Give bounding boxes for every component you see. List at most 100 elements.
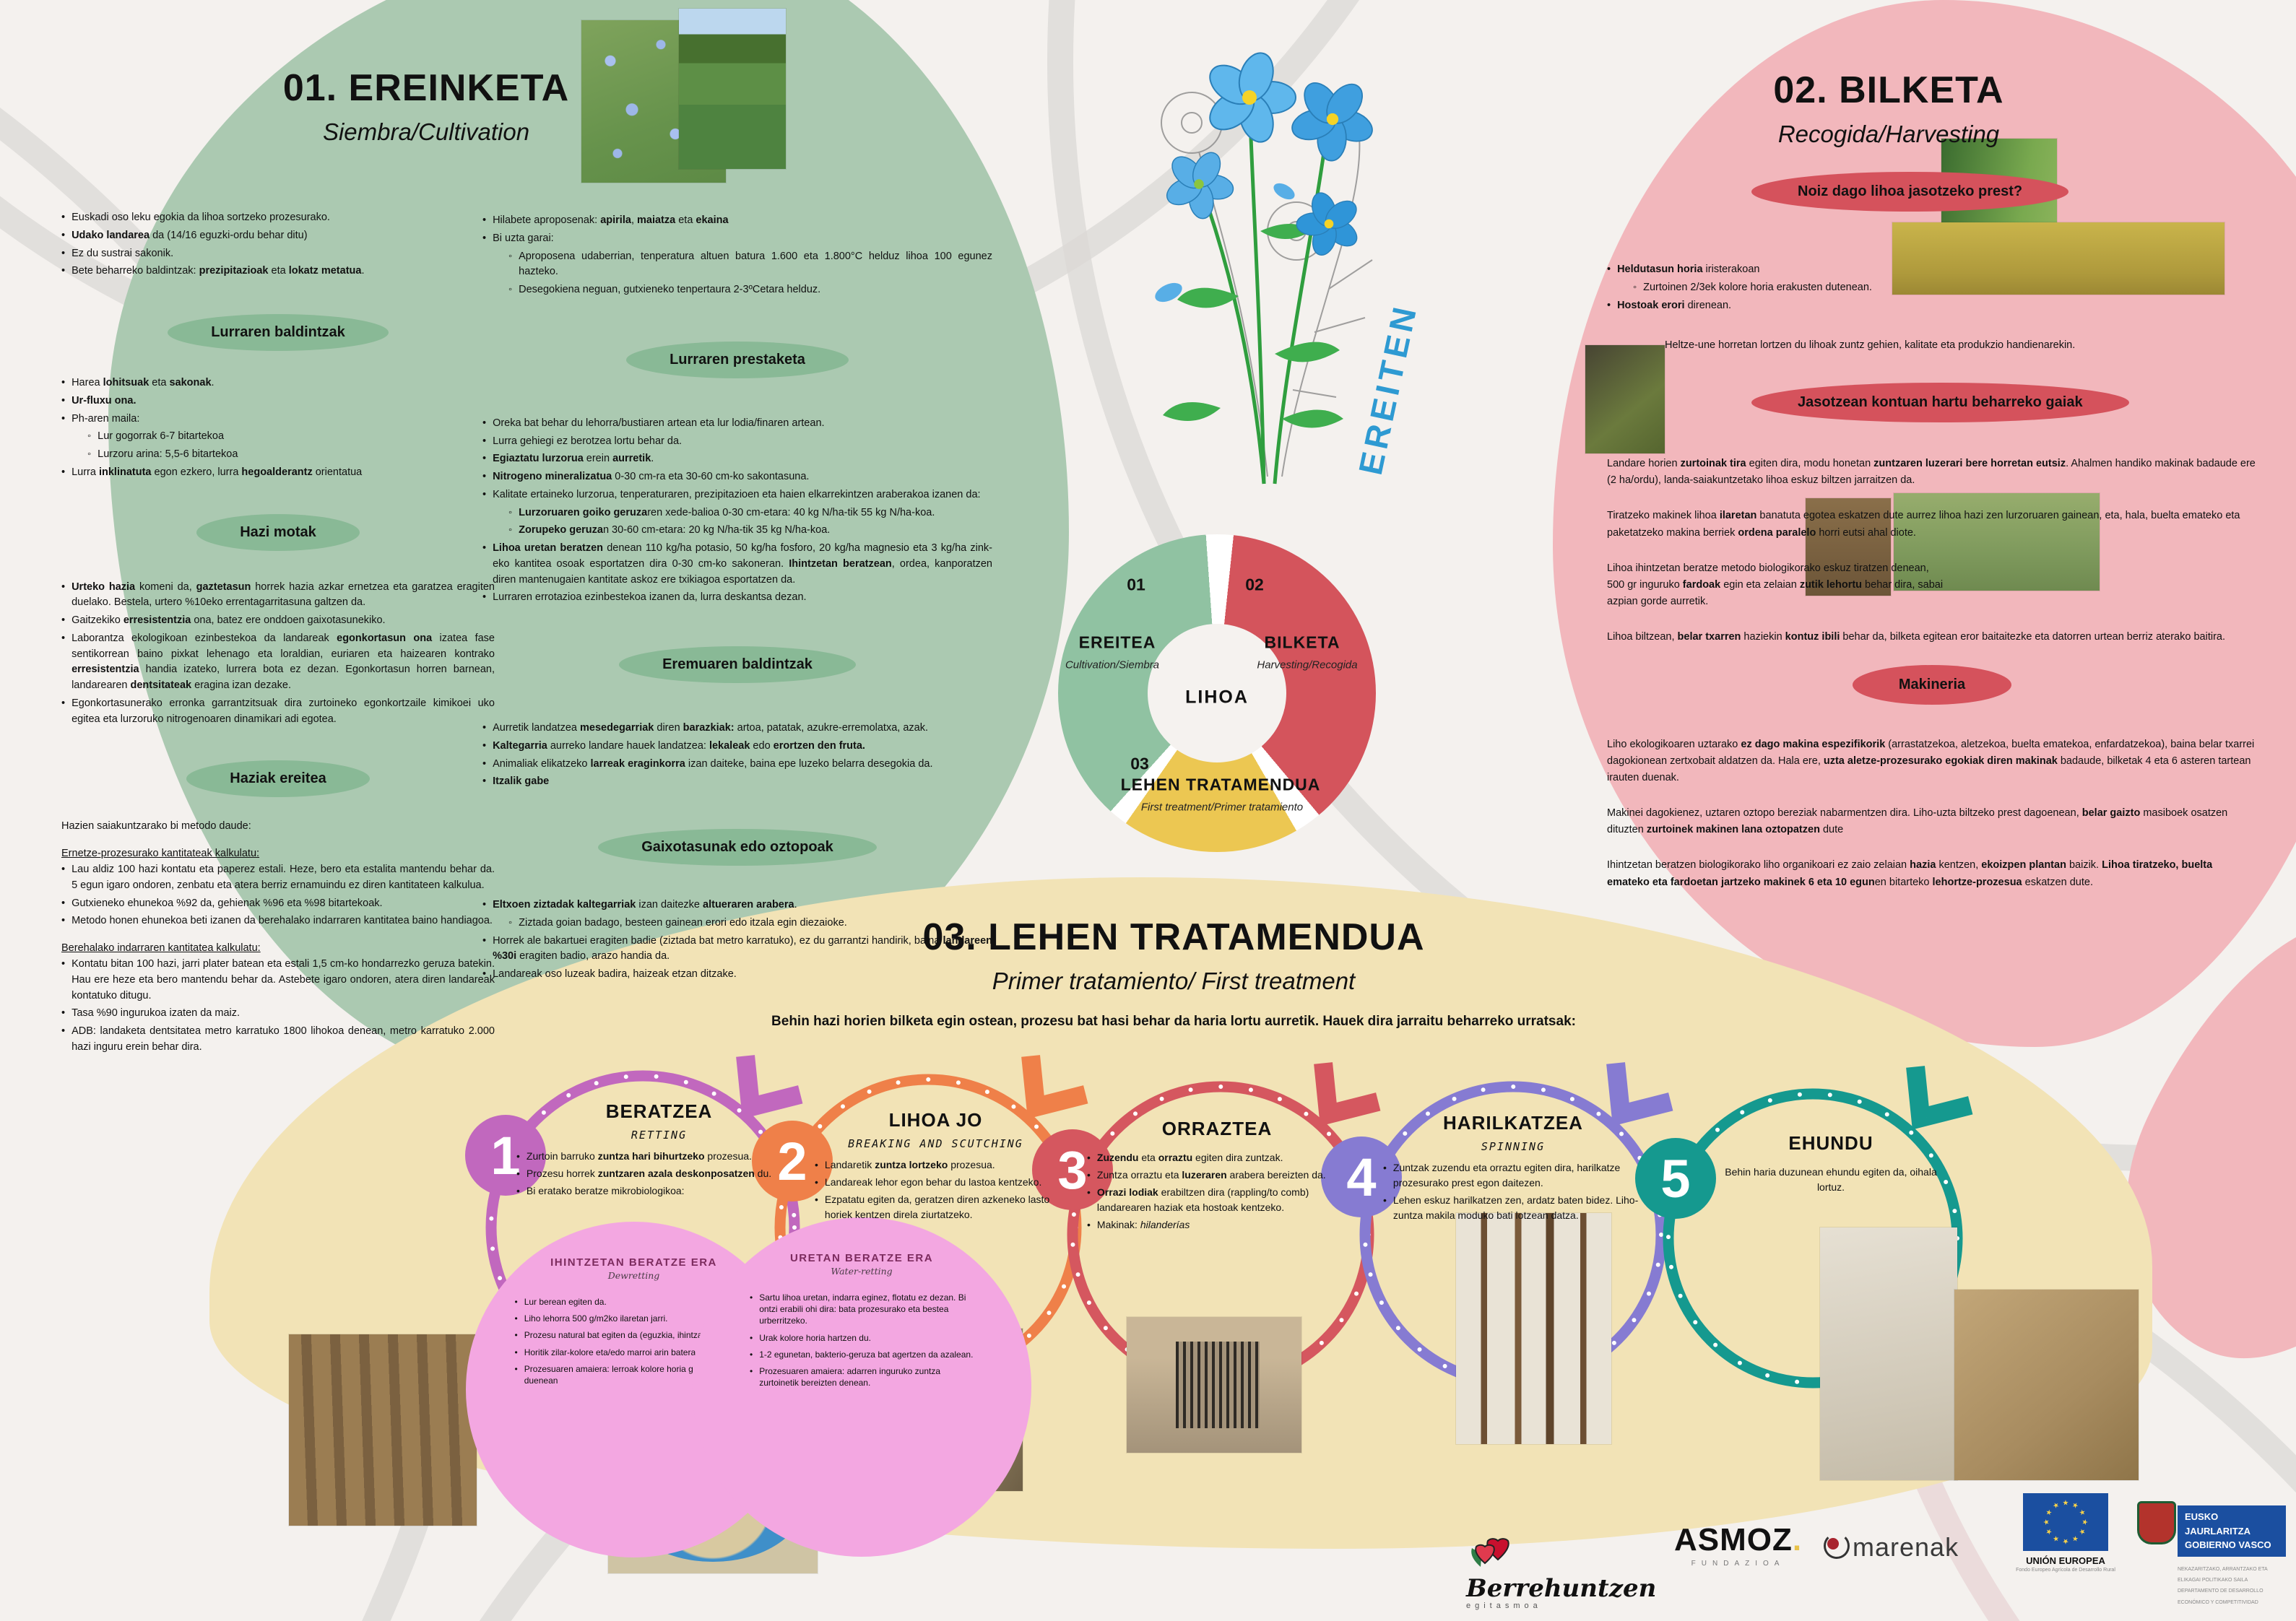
list-item: •Nitrogeno mineralizatua 0-30 cm-ra eta … [482,471,810,482]
list-item: ◦Lurzoru arina: 5,5-6 bitartekoa [87,448,238,460]
list-item: •Ez du sustrai sakonik. [61,247,174,259]
donut-label-bilketa: BILKETA [1264,633,1340,652]
list-item: ◦Zurtoinen 2/3ek kolore horia erakusten … [1633,281,1872,293]
method2-header: Berehalako indarraren kantitatea kalkula… [61,942,261,954]
machinery-paragraphs: Liho ekologikoaren uztarako ez dago maki… [1607,736,2257,891]
step1-subtitle: RETTING [631,1129,688,1142]
list-item: •Egonkortasunerako erronka garrantzitsua… [61,697,495,725]
list-item: •Urteko hazia komeni da, gaztetasun horr… [61,581,495,609]
list-item: •Kalitate ertaineko lurzorua, tenperatur… [482,488,981,500]
list-item: •Horitik zilar-kolore eta/edo marroi ari… [514,1347,748,1357]
donut-sub-bilketa: Harvesting/Recogida [1257,659,1358,672]
list-item: •Lau aldiz 100 hazi kontatu eta paperez … [61,864,495,891]
intro-list: •Euskadi oso leku egokia da lihoa sortze… [61,210,495,279]
list-item: •Lurra inklinatuta egon ezkero, lurra he… [61,466,363,478]
list-item: •Ezpatatu egiten da, geratzen diren azke… [815,1194,1050,1220]
eu-star-icon: ★ [2076,1508,2087,1518]
step2-list: •Landaretik zuntza lortzeko prozesua.•La… [815,1157,1057,1222]
list-item: •Heldutasun horia iristerakoan [1607,264,1760,275]
list-item: •Lurraren errotazioa ezinbestekoa izanen… [482,591,807,604]
step1-beratzea: BERATZEA RETTING •Zurtoin barruko zuntza… [516,1100,802,1201]
list-item: •Sartu lihoa uretan, indarra eginez, flo… [750,1292,966,1326]
list-item: •Bete beharreko baldintzak: prezipitazio… [61,265,365,277]
section3-header: 03. LEHEN TRATAMENDUA Primer tratamiento… [722,916,1625,1030]
step2-lihoa-jo: LIHOA JO BREAKING AND SCUTCHING •Landare… [815,1109,1057,1225]
eu-star-icon: ★ [2062,1537,2069,1545]
bubble-water-retting: URETAN BERATZE ERA Water-retting •Sartu … [692,1217,1031,1557]
diseases-list: •Eltxoen ziztadak kaltegarriak izan dait… [482,898,992,983]
list-item: •Gaitzekiko erresistentzia ona, batez er… [61,614,386,626]
list-item: •Zuzendu eta orraztu egiten dira zuntzak… [1087,1152,1283,1163]
logo-eusko-jaurlaritza: EUSKO JAURLARITZA GOBIERNO VASCO NEKAZAR… [2137,1501,2286,1608]
list-item: ◦Aproposena udaberrian, tenperatura altu… [508,250,992,278]
logo-asmoz: ASMOZ. FUNDAZIOA [1674,1522,1802,1568]
pill-jasotzean: Jasotzean kontuan hartu beharreko gaiak [1751,383,2129,422]
list-item: •Tasa %90 ingurukoa izaten da maiz. [61,1007,241,1020]
list-item: •Prozesu horrek zuntzaren azala deskonpo… [516,1168,772,1179]
paragraph: Landare horien zurtoinak tira egiten dir… [1607,458,2256,487]
pill-lurraren-prestaketa: Lurraren prestaketa [626,341,849,378]
eu-caption: Fondo Europeo Agrícola de Desarrollo Rur… [2016,1568,2115,1573]
seed-types-list: •Urteko hazia komeni da, gaztetasun horr… [61,580,495,728]
eu-star-icon: ★ [2042,1518,2051,1526]
logo-berrehuntzen: Berrehuntzen egitasmoa [1466,1522,1656,1610]
donut-center-lihoa: LIHOA [1185,687,1249,708]
pill-eremuaren-baldintzak: Eremuaren baldintzak [619,646,856,683]
step2-subtitle: BREAKING AND SCUTCHING [848,1137,1023,1150]
eusko-line2: GOBIERNO VASCO [2185,1539,2271,1550]
berrehuntzen-label: Berrehuntzen [1466,1574,1657,1603]
eu-star-icon: ★ [2051,1500,2061,1511]
photo-hand-harvest [1585,345,1665,453]
eu-star-icon: ★ [2044,1508,2055,1518]
eu-star-icon: ★ [2070,1533,2080,1544]
list-item: •Ph-aren maila: [61,412,140,425]
list-item: •Oreka bat behar du lehorra/bustiaren ar… [482,417,825,429]
list-item: •ADB: landaketa dentsitatea metro karrat… [61,1025,495,1053]
bubble1-title: IHINTZETAN BERATZE ERA [550,1256,717,1269]
section3-title: 03. LEHEN TRATAMENDUA [922,916,1425,958]
pill-noiz-dago: Noiz dago lihoa jasotzeko prest? [1751,172,2069,212]
amarenak-label: marenak [1853,1532,1959,1562]
photo-linen-cloth [1820,1227,1957,1480]
amarenak-a-icon [1824,1533,1850,1559]
asmoz-dot: . [1792,1522,1803,1557]
photo-retting-rows [289,1334,477,1526]
ripeness-list: •Heldutasun horia iristerakoan ◦Zurtoinen… [1607,262,1910,313]
list-item: •Horrek ale bakartuei eragiten badie (zi… [482,934,992,962]
donut-sub-lehen: First treatment/Primer tratamiento [1140,801,1304,814]
list-item: •Aurretik landatzea mesedegarriak diren … [482,722,928,734]
step2-title: LIHOA JO [888,1109,983,1131]
list-item: •Prozesuaren amaiera: adarren inguruko z… [750,1365,941,1389]
list-item: •Egiaztatu lurzorua erein aurretik. [482,453,654,465]
soil-conditions-list: •Harea lohitsuak eta sakonak.•Ur-fluxu o… [61,375,495,481]
list-item: ◦Lurzoruaren goiko geruzaren xede-balioa… [508,506,935,518]
logo-amarenak: marenak [1824,1532,1959,1563]
paragraph: Lihoa biltzean, belar txarren haziekin k… [1607,631,2225,643]
donut-label-lehen: LEHEN TRATAMENDUA [1120,775,1321,794]
donut-label-ereitea: EREITEA [1078,633,1156,652]
list-item: •Kaltegarria aurreko landare hauek landa… [482,739,865,752]
list-item: •Makinak: hilanderías [1087,1219,1190,1230]
list-item: •Lur berean egiten da. [514,1297,607,1307]
photo-brown-bundles [1806,498,1891,596]
step1-title: BERATZEA [605,1100,713,1122]
list-item: •Landaretik zuntza lortzeko prozesua. [815,1159,995,1170]
list-item: •Laborantza ekologikoan ezinbestekoa da … [61,632,495,691]
list-item: ◦Zorupeko geruzan 30-60 cm-etara: 20 kg … [508,524,831,536]
list-item: •Bi eratako beratze mikrobiologikoa: [516,1185,685,1196]
list-item: •Metodo honen ehunekoa beti izanen da be… [61,915,493,927]
method1-list: •Lau aldiz 100 hazi kontatu eta paperez … [61,862,495,929]
step3-list: •Zuzendu eta orraztu egiten dira zuntzak… [1087,1150,1347,1233]
methods-intro: Hazien saiakuntzarako bi metodo daude: [61,820,251,833]
list-item: ◦Desegokiena neguan, gutxieneko tenperta… [508,284,821,295]
step3-number: 3 [1032,1129,1113,1210]
list-item: •Animaliak elikatzeko larreak eraginkorr… [482,757,933,770]
donut-sub-ereitea: Cultivation/Siembra [1065,659,1160,672]
paragraph: Makinei dagokienez, uztaren oztopo berez… [1607,807,2228,836]
list-item: •Euskadi oso leku egokia da lihoa sortze… [61,212,330,223]
section1-column-right: •Hilabete aproposenak: apirila, maiatza … [482,211,992,985]
bubble1-subtitle: Dewretting [607,1270,660,1281]
step3-orraztea: ORRAZTEA •Zuzendu eta orraztu egiten dir… [1087,1118,1347,1235]
section2-title: 02. BILKETA [1773,69,2004,111]
list-item: •Ur-fluxu ona. [61,394,137,407]
